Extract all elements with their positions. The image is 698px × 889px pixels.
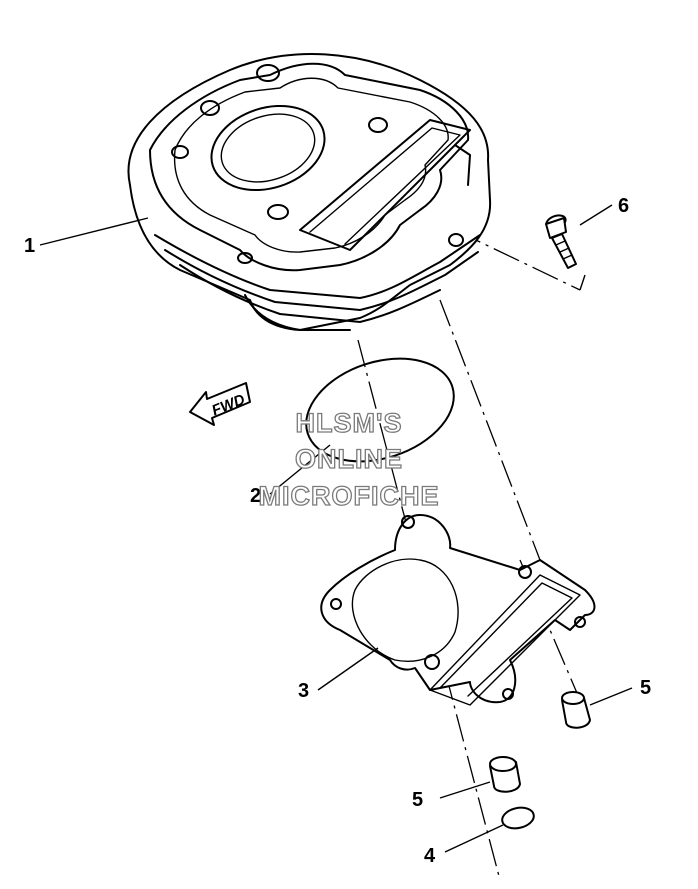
leader-lines: [39, 204, 633, 853]
callout-5-lower: 5: [412, 789, 423, 811]
callout-5-upper: 5: [640, 677, 651, 699]
watermark-line-1: HLSM'S: [296, 408, 403, 438]
dowel-pin-lower: [489, 756, 521, 793]
bolt-part: [545, 214, 577, 269]
dowel-pin-upper: [561, 691, 591, 729]
cylinder-gasket-part: [320, 514, 596, 706]
callout-3: 3: [298, 680, 309, 702]
cylinder-part: [127, 53, 492, 331]
callout-2: 2: [250, 485, 261, 507]
seal-part: [501, 806, 535, 830]
callout-labels: 1 2 3 4 5 5 6: [24, 195, 651, 867]
callout-4: 4: [424, 845, 436, 867]
callout-1: 1: [24, 235, 35, 257]
watermark-line-2: ONLINE: [295, 444, 403, 474]
o-ring-part: [305, 357, 455, 463]
fwd-arrow: FWD: [189, 382, 251, 426]
callout-6: 6: [618, 195, 629, 217]
watermark: HLSM'S ONLINE MICROFICHE: [258, 407, 440, 511]
watermark-line-3: MICROFICHE: [259, 481, 440, 511]
